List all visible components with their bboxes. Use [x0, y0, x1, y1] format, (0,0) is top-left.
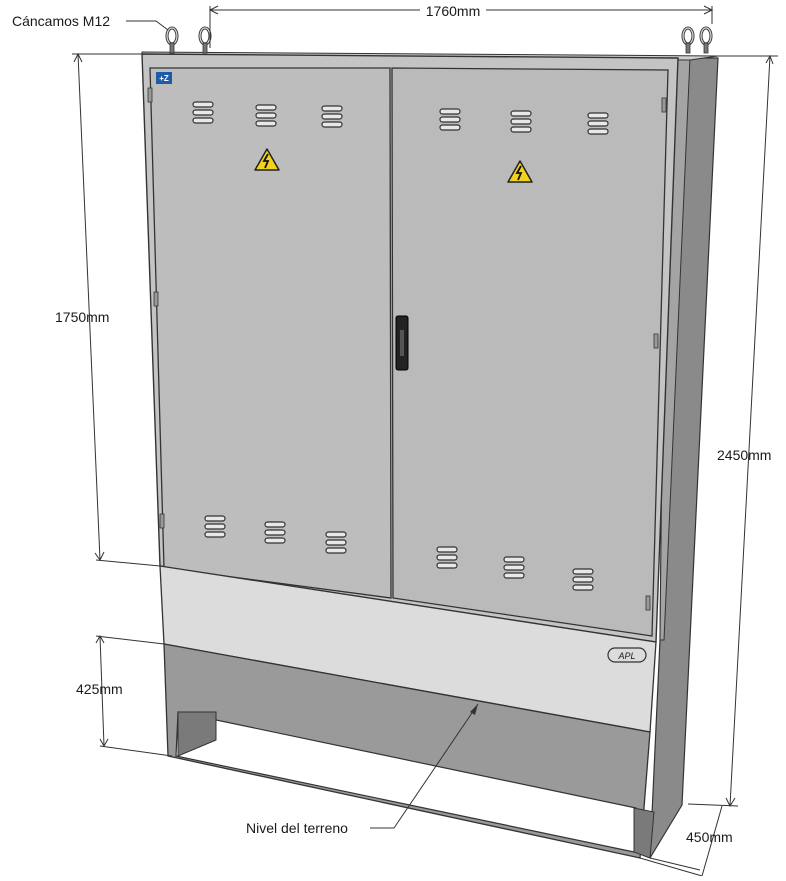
- plinth-leg-right: [633, 807, 655, 859]
- depth-label: 450mm: [686, 829, 733, 845]
- vent-grille: [192, 101, 214, 124]
- right-door: [391, 67, 669, 637]
- vent-grille: [572, 568, 594, 591]
- plinth-height-label: 425mm: [76, 681, 123, 697]
- hinge: [645, 595, 651, 611]
- width-dimension-label: 1760mm: [426, 3, 480, 19]
- vent-grille: [439, 108, 461, 131]
- total-height-label: 2450mm: [717, 447, 771, 463]
- left-door: [149, 67, 392, 599]
- ground-level-arrow: [470, 704, 478, 715]
- vent-grille: [264, 521, 286, 544]
- hinge: [153, 291, 159, 307]
- lifting-eyes-label: Cáncamos M12: [12, 13, 110, 29]
- vent-grille: [436, 546, 458, 569]
- door-handle-grip: [400, 330, 404, 356]
- cabinet-height-label: 1750mm: [55, 309, 109, 325]
- hinge: [159, 513, 165, 529]
- vent-grille: [325, 531, 347, 554]
- hinge: [661, 97, 667, 113]
- vent-grille: [321, 105, 343, 128]
- plinth-leg-left: [177, 711, 217, 757]
- hinge: [653, 333, 659, 349]
- lifting-eye-icon: [699, 26, 713, 55]
- brand-badge: [607, 647, 647, 663]
- vent-grille: [255, 104, 277, 127]
- corner-badge: [156, 72, 172, 84]
- corner-badge-text: +Z: [159, 74, 169, 83]
- vent-grille: [510, 110, 532, 133]
- brand-badge-text: APL: [617, 651, 635, 661]
- lifting-eye-icon: [165, 26, 179, 55]
- lifting-eye-icon: [198, 26, 212, 55]
- ground-level-label: Nivel del terreno: [246, 820, 348, 836]
- hinge: [147, 87, 153, 103]
- vent-grille: [587, 112, 609, 135]
- width-label-bg: [420, 2, 486, 20]
- lifting-eye-icon: [681, 26, 695, 55]
- vent-grille: [503, 556, 525, 579]
- dimension-lines: [72, 5, 778, 877]
- vent-grille: [204, 515, 226, 538]
